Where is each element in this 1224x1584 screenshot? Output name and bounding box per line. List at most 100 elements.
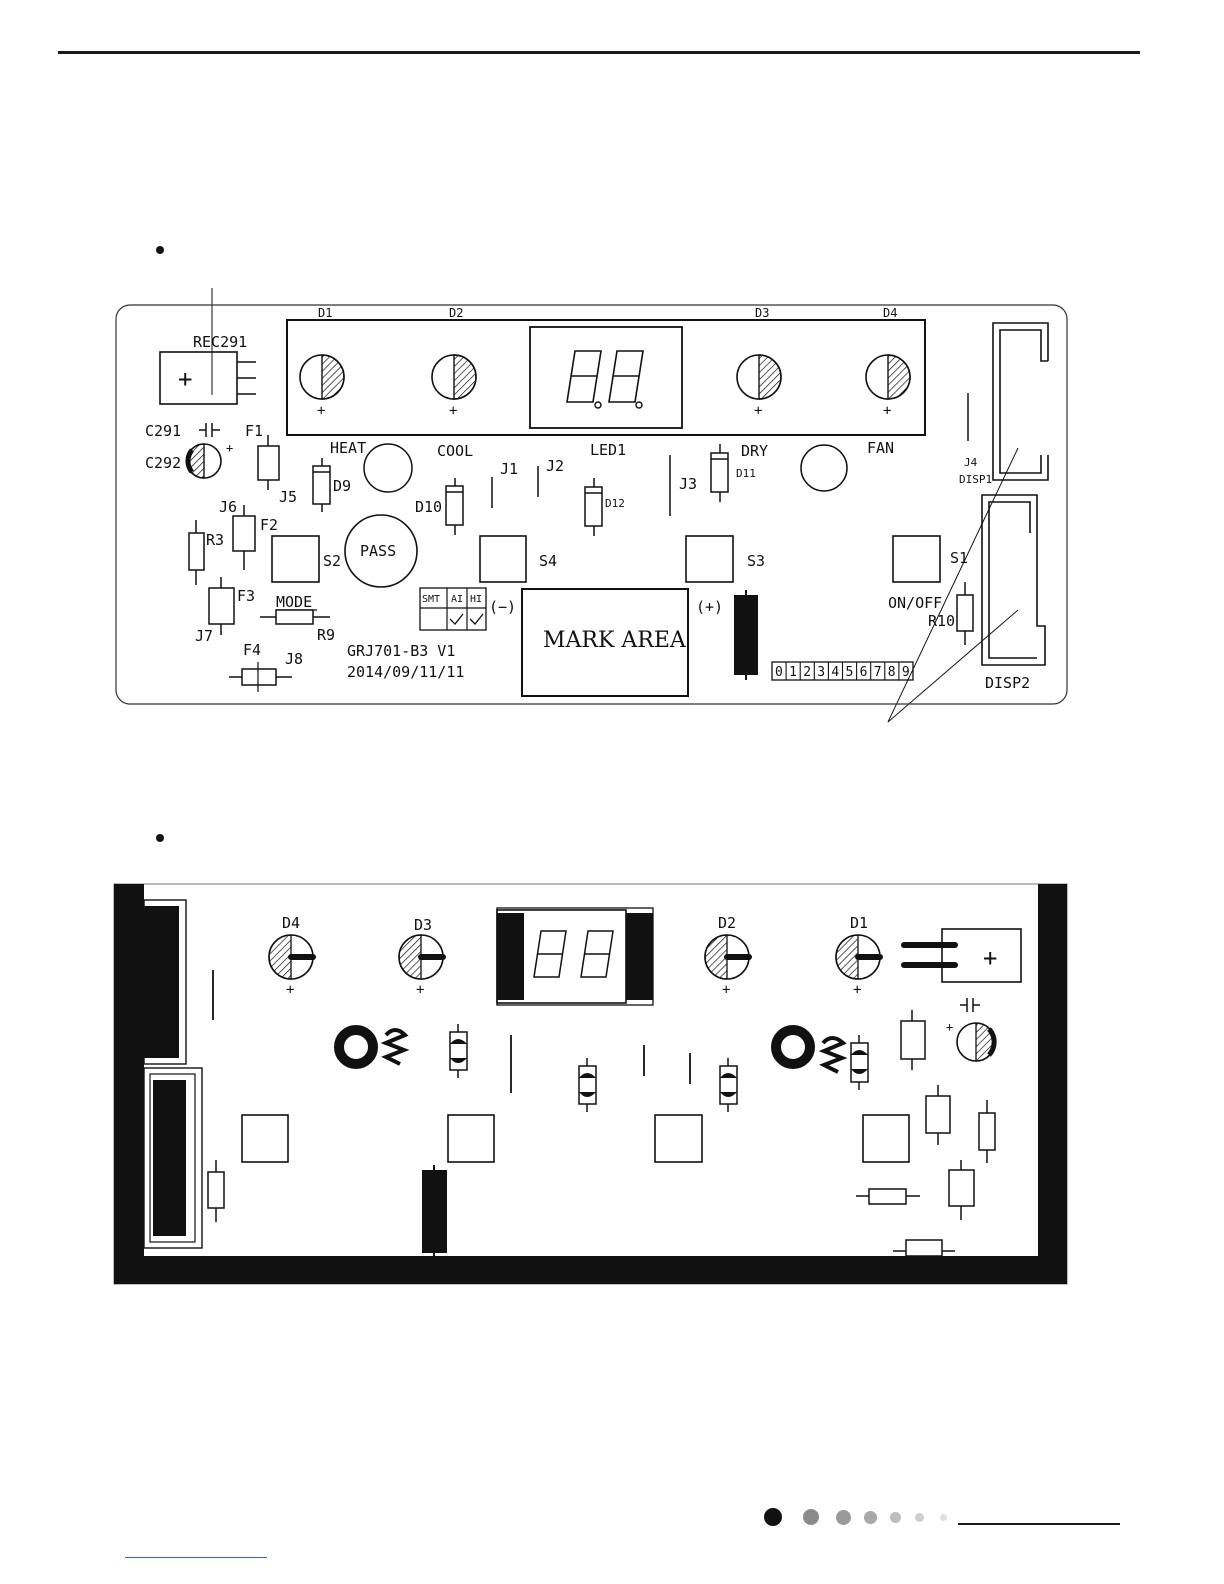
f1-fuse — [258, 446, 279, 480]
s3-switch-pad — [686, 536, 733, 582]
smt-check-table: SMT AI HI — [420, 588, 486, 630]
bottom-led-d2: D2 + — [705, 914, 749, 998]
bottom-board-left-rail — [114, 884, 144, 1284]
led-d2-plus: + — [449, 403, 457, 419]
label-j7: J7 — [195, 627, 213, 645]
label-j3: J3 — [679, 475, 697, 493]
bottom-board-bottom-rail — [114, 1256, 1067, 1284]
r9-resistor — [276, 610, 313, 624]
label-f2: F2 — [260, 516, 278, 534]
bottom-resistor-right — [979, 1113, 995, 1150]
bottom-led-d3-plus: + — [416, 982, 424, 998]
label-minus: (−) — [489, 598, 516, 616]
bottom-label-d3: D3 — [414, 916, 432, 934]
bottom-fuse-3 — [949, 1170, 974, 1206]
label-led1: LED1 — [590, 441, 626, 459]
page-indicator-dot — [890, 1512, 901, 1523]
hi-header: HI — [470, 594, 482, 605]
label-r3: R3 — [206, 531, 224, 549]
r10-resistor — [957, 595, 973, 631]
rec291-body — [160, 352, 237, 404]
label-j8: J8 — [285, 650, 303, 668]
f4-fuse — [242, 669, 276, 685]
label-f4: F4 — [243, 641, 261, 659]
footer-rule — [958, 1523, 1120, 1525]
label-f3: F3 — [237, 587, 255, 605]
board-id: GRJ701-B3 V1 — [347, 642, 455, 660]
bottom-fuse-4 — [906, 1240, 942, 1256]
bottom-diode-2 — [579, 1058, 596, 1112]
bullet-bottom-view — [156, 834, 164, 842]
c291-capacitor — [199, 423, 220, 437]
label-disp1: DISP1 — [959, 473, 992, 486]
label-rec291: REC291 — [193, 333, 247, 351]
seven-segment-display — [530, 327, 682, 428]
bottom-led-d4-plus: + — [286, 982, 294, 998]
led-d4-plus: + — [883, 403, 891, 419]
heat-button-pad — [364, 444, 412, 492]
screw-hole-left-icon — [339, 1030, 405, 1064]
footer-link-underline — [125, 1557, 267, 1558]
bottom-capacitor: + — [946, 1020, 995, 1061]
bottom-led-d2-plus: + — [722, 982, 730, 998]
label-j5: J5 — [279, 488, 297, 506]
label-mode: MODE — [276, 593, 312, 611]
rec291-plus: + — [178, 365, 192, 393]
led-d4: + — [866, 355, 910, 419]
digit-label-4: 4 — [831, 665, 839, 680]
f2-fuse — [233, 516, 255, 551]
label-d12: D12 — [605, 497, 625, 510]
label-d9: D9 — [333, 477, 351, 495]
digit-label-1: 1 — [789, 665, 797, 680]
pcb-bottom-view: D4 + D3 + D2 + D1 + + — [0, 870, 1224, 1290]
led-d1-plus: + — [317, 403, 325, 419]
label-d4: D4 — [883, 306, 897, 320]
label-r9: R9 — [317, 626, 335, 644]
bottom-led-d1-plus: + — [853, 982, 861, 998]
bottom-capacitor-plus: + — [946, 1020, 953, 1034]
c292-plus: + — [226, 441, 233, 455]
page-indicator-dot — [764, 1508, 782, 1526]
s4-switch-pad — [480, 536, 526, 582]
bottom-resistor-left — [208, 1172, 224, 1208]
digit-label-5: 5 — [846, 665, 854, 680]
pcb-top-view: D1 D2 D3 D4 + + + + LED1 + REC291 C29 — [0, 0, 1224, 760]
bottom-switch-pad-3 — [655, 1115, 702, 1162]
label-s2: S2 — [323, 552, 341, 570]
bottom-label-d2: D2 — [718, 914, 736, 932]
ai-header: AI — [451, 594, 463, 605]
label-f1: F1 — [245, 422, 263, 440]
label-r10: R10 — [928, 612, 955, 630]
label-dry: DRY — [741, 442, 768, 460]
label-s4: S4 — [539, 552, 557, 570]
led-d3-plus: + — [754, 403, 762, 419]
label-j1: J1 — [500, 460, 518, 478]
led-d1: + — [300, 355, 344, 419]
mark-area-label: MARK AREA — [543, 628, 687, 653]
digit-label-8: 8 — [888, 665, 896, 680]
label-s3: S3 — [747, 552, 765, 570]
page-indicator-dot — [864, 1511, 877, 1524]
bottom-led-d4: D4 + — [269, 914, 313, 998]
digit-label-3: 3 — [817, 665, 825, 680]
digit-label-2: 2 — [803, 665, 811, 680]
bottom-switch-pad-4 — [863, 1115, 909, 1162]
smt-header: SMT — [422, 594, 440, 605]
label-plus: (+) — [696, 598, 723, 616]
screw-hole-right-icon — [776, 1030, 843, 1072]
s2-switch-pad — [272, 536, 319, 582]
led-d2: + — [432, 355, 476, 419]
bottom-board-right-rail — [1038, 884, 1067, 1284]
digit-label-7: 7 — [874, 665, 882, 680]
page-indicator-dot — [836, 1510, 851, 1525]
label-pass: PASS — [360, 542, 396, 560]
label-j4: J4 — [964, 456, 978, 469]
label-j2: J2 — [546, 457, 564, 475]
led-window — [287, 320, 925, 435]
label-d10: D10 — [415, 498, 442, 516]
label-heat: HEAT — [330, 439, 366, 457]
digit-label-0: 0 — [775, 665, 783, 680]
label-on-off: ON/OFF — [888, 594, 942, 612]
label-d2: D2 — [449, 306, 463, 320]
